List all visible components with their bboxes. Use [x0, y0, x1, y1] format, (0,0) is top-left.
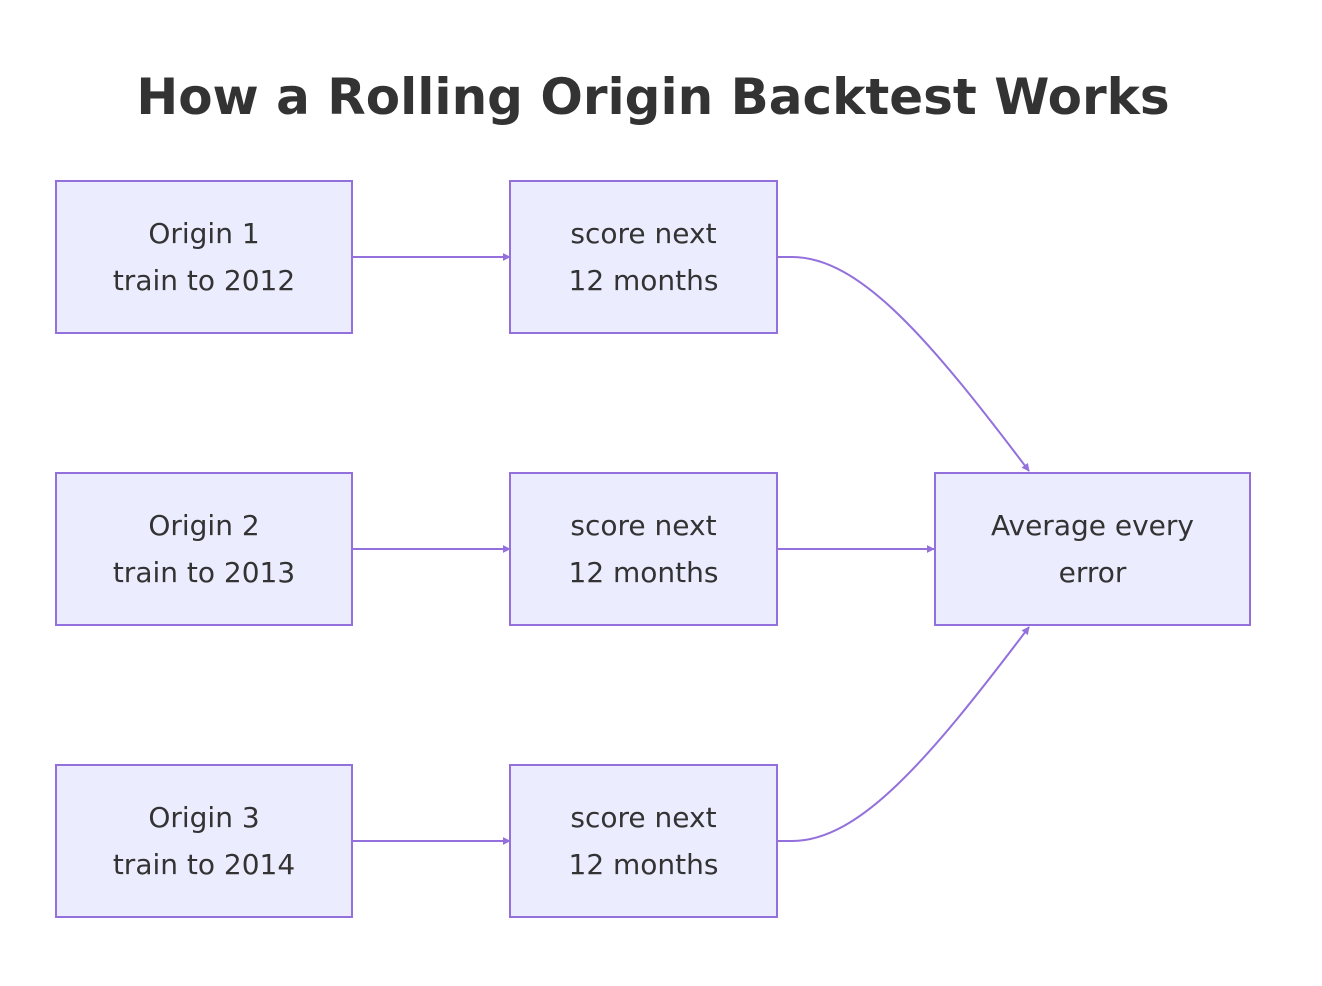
edge-score3-to-average: [777, 626, 1030, 842]
node-score-1: score next 12 months: [509, 180, 778, 334]
node-score-3-line2: 12 months: [568, 848, 719, 881]
node-origin-1-line2: train to 2012: [112, 264, 296, 297]
edge-score1-to-average: [777, 256, 1030, 472]
node-score-2: score next 12 months: [509, 472, 778, 626]
node-origin-1-line1: Origin 1: [148, 217, 260, 250]
node-origin-2-line2: train to 2013: [112, 556, 296, 589]
node-score-3-line1: score next: [570, 801, 717, 834]
node-average-error-line1: Average every: [991, 509, 1194, 542]
node-score-2-line1: score next: [570, 509, 717, 542]
node-average-error: Average every error: [934, 472, 1251, 626]
diagram-title: How a Rolling Origin Backtest Works: [136, 68, 1170, 126]
node-origin-3-line1: Origin 3: [148, 801, 260, 834]
node-origin-2-line1: Origin 2: [148, 509, 260, 542]
node-origin-3-line2: train to 2014: [112, 848, 296, 881]
node-origin-3: Origin 3 train to 2014: [55, 764, 353, 918]
node-score-2-line2: 12 months: [568, 556, 719, 589]
node-score-1-line1: score next: [570, 217, 717, 250]
node-score-1-line2: 12 months: [568, 264, 719, 297]
node-origin-1: Origin 1 train to 2012: [55, 180, 353, 334]
node-average-error-line2: error: [1058, 556, 1127, 589]
node-score-3: score next 12 months: [509, 764, 778, 918]
node-origin-2: Origin 2 train to 2013: [55, 472, 353, 626]
